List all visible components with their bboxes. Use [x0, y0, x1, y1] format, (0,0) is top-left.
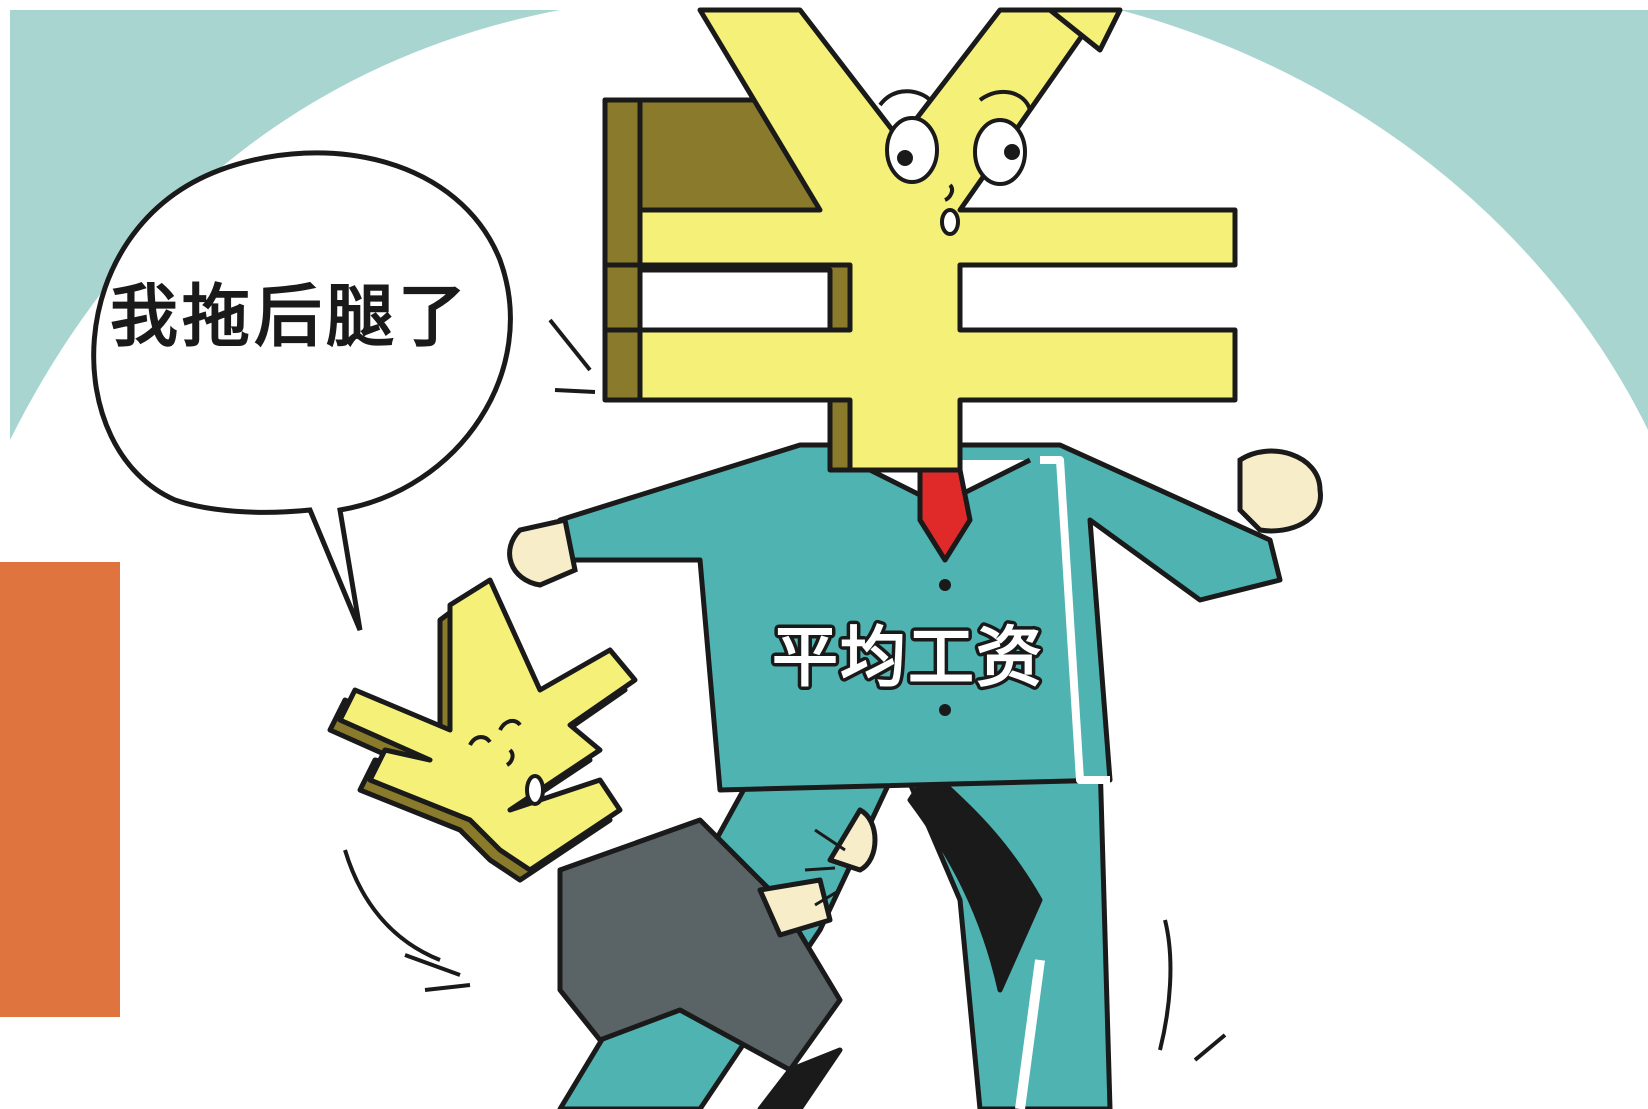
motion-lines: [343, 318, 1227, 1062]
small-yuan-face: [468, 718, 545, 806]
background-teal-top: [10, 10, 1648, 440]
big-yuan-face: [878, 89, 1032, 236]
speech-bubble-text: 我拖后腿了: [110, 278, 470, 357]
grip-motion-marks: [804, 828, 846, 907]
big-yuan-head: [602, 7, 1238, 473]
speech-bubble: 我拖后腿了: [91, 150, 513, 631]
suit-label: 平均工资: [772, 619, 1044, 696]
big-character-fists: [507, 448, 1323, 588]
side-accent-bar: [0, 562, 120, 1017]
small-yuan-head: [327, 577, 638, 883]
small-character-body: [557, 807, 878, 1109]
